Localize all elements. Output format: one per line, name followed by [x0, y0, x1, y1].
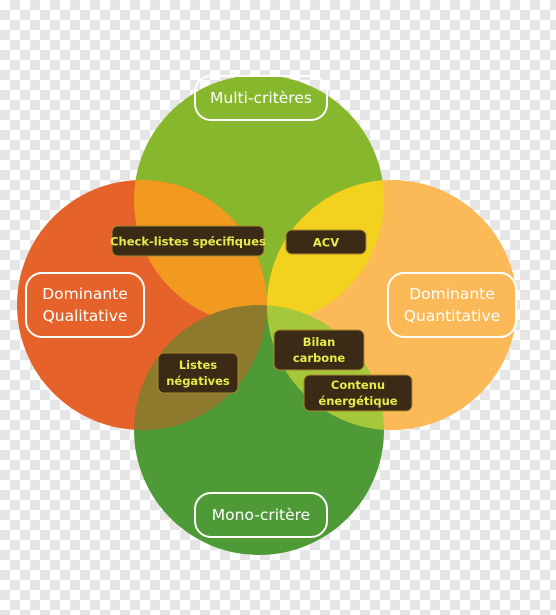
label-multi-criteres-text: Multi-critères [210, 89, 312, 107]
pill-listes-line1: Listes [179, 358, 217, 372]
label-mono-critere-text: Mono-critère [212, 506, 310, 524]
label-dominante-qualitative: Dominante Qualitative [25, 272, 145, 338]
pill-bilan-line2: carbone [293, 351, 346, 365]
pill-contenu-energetique: Contenu énergétique [303, 374, 413, 412]
label-quantitative-line1: Dominante [409, 285, 495, 303]
label-qualitative-line2: Qualitative [43, 307, 128, 325]
label-dominante-quantitative: Dominante Quantitative [387, 272, 517, 338]
pill-acv-text: ACV [313, 236, 339, 250]
pill-listes-negatives: Listes négatives [157, 352, 239, 394]
pill-bilan-carbone: Bilan carbone [273, 329, 365, 371]
label-mono-critere: Mono-critère [194, 492, 328, 538]
pill-bilan-line1: Bilan [303, 335, 336, 349]
pill-listes-line2: négatives [166, 374, 230, 388]
pill-contenu-line2: énergétique [318, 394, 397, 408]
pill-check-listes-text: Check-listes spécifiques [110, 235, 266, 249]
pill-acv: ACV [285, 229, 367, 255]
label-multi-criteres: Multi-critères [194, 75, 328, 121]
pill-contenu-line1: Contenu [331, 378, 385, 392]
pill-check-listes: Check-listes spécifiques [110, 225, 266, 257]
label-qualitative-line1: Dominante [42, 285, 128, 303]
label-quantitative-line2: Quantitative [404, 307, 500, 325]
